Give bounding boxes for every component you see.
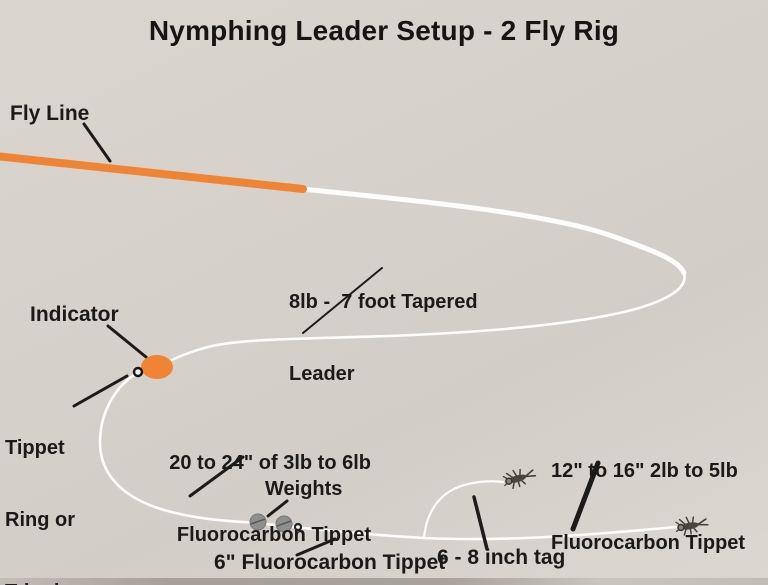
- weights-label: Weights: [265, 478, 343, 500]
- tippet-ring-label: Tippet Ring or Tripple Surgeons Knot: [5, 437, 75, 585]
- tag-label: 6 - 8 inch tag: [437, 546, 566, 569]
- upper-tippet-label: 20 to 24" of 3lb to 6lb Fluorocarbon Tip…: [169, 452, 371, 546]
- tippet-ring-icon: [132, 366, 144, 378]
- fly-line-path: [0, 152, 307, 193]
- weights-pointer: [266, 499, 289, 518]
- tapered-leader-return-line: [161, 271, 686, 367]
- dropper-tippet-pointer: [295, 537, 337, 557]
- lower-tippet-label: 12" to 16" 2lb to 5lb Fluorocarbon Tippe…: [551, 460, 746, 554]
- tapered-leader-pointer: [302, 267, 383, 334]
- knot-icon: [293, 522, 303, 532]
- nymph-fly-icon: [500, 464, 538, 492]
- tapered-leader-label: 8lb - 7 foot Tapered Leader: [289, 242, 478, 434]
- tippet-ring-pointer: [72, 374, 129, 408]
- tapered-leader-label-line2: Leader: [289, 363, 355, 385]
- tag-pointer: [472, 495, 489, 551]
- photo-bottom-edge: [0, 578, 768, 585]
- upper-tippet-pointer: [188, 455, 245, 498]
- dropper-tippet-label: 6" Fluorocarbon Tippet: [214, 551, 446, 574]
- lower-tippet-line: [255, 521, 678, 541]
- fly-line-pointer: [82, 122, 112, 163]
- lower-tippet-pointer: [570, 460, 601, 532]
- indicator-label: Indicator: [30, 303, 119, 326]
- tapered-leader-butt-line: [299, 186, 687, 276]
- strike-indicator-icon: [141, 355, 173, 379]
- tag-line: [422, 480, 505, 540]
- fly-line-label: Fly Line: [10, 102, 90, 125]
- split-shot-weights: [249, 513, 293, 533]
- diagram-title: Nymphing Leader Setup - 2 Fly Rig: [148, 15, 620, 46]
- tapered-leader-label-line1: 8lb - 7 foot Tapered: [289, 291, 478, 313]
- upper-tippet-line: [98, 369, 259, 525]
- indicator-pointer: [106, 324, 148, 359]
